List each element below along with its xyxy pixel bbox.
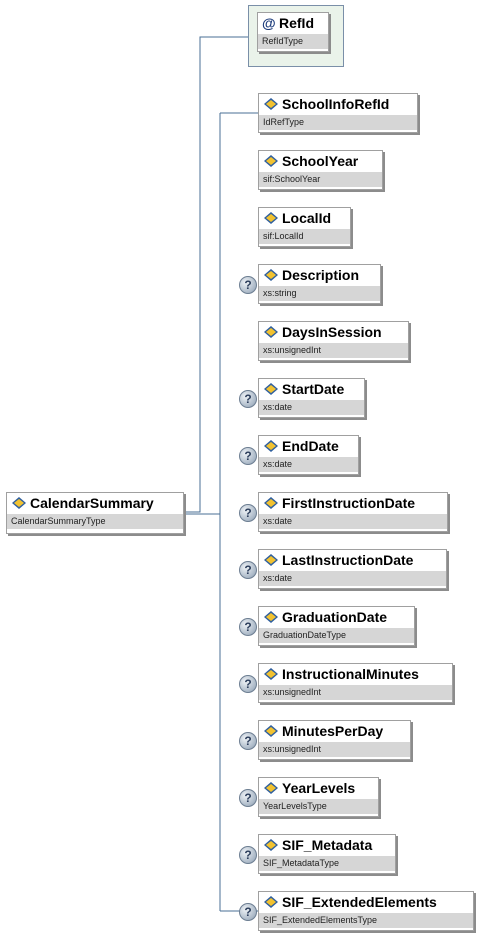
- element-type: sif:SchoolYear: [259, 172, 382, 187]
- element-icon: [264, 383, 278, 395]
- optional-question-icon: ?: [239, 903, 257, 921]
- element-type: xs:date: [259, 400, 364, 415]
- element-box[interactable]: SchoolYear sif:SchoolYear: [258, 150, 383, 190]
- element-type: xs:date: [259, 571, 446, 586]
- element-icon: [264, 98, 278, 110]
- element-box[interactable]: LastInstructionDate xs:date: [258, 549, 447, 589]
- element-type: GraduationDateType: [259, 628, 414, 643]
- optional-question-icon: ?: [239, 846, 257, 864]
- element-type: xs:unsignedInt: [259, 685, 452, 700]
- optional-question-icon: ?: [239, 447, 257, 465]
- optional-question-icon: ?: [239, 561, 257, 579]
- element-icon: [264, 839, 278, 851]
- element-box[interactable]: LocalId sif:LocalId: [258, 207, 351, 247]
- element-box[interactable]: StartDate xs:date: [258, 378, 365, 418]
- root-element-name: CalendarSummary: [30, 495, 154, 511]
- element-box[interactable]: DaysInSession xs:unsignedInt: [258, 321, 409, 361]
- element-type: sif:LocalId: [259, 229, 350, 244]
- optional-question-icon: ?: [239, 390, 257, 408]
- element-type: IdRefType: [259, 115, 417, 130]
- element-type: xs:date: [259, 514, 447, 529]
- element-name: Description: [282, 267, 360, 283]
- element-name: LastInstructionDate: [282, 552, 414, 568]
- element-type: xs:unsignedInt: [259, 742, 410, 757]
- element-name: SIF_Metadata: [282, 837, 373, 853]
- element-name: YearLevels: [282, 780, 356, 796]
- element-name: StartDate: [282, 381, 345, 397]
- element-name: GraduationDate: [282, 609, 388, 625]
- element-box[interactable]: EndDate xs:date: [258, 435, 359, 475]
- attribute-icon: @: [262, 15, 276, 31]
- optional-question-icon: ?: [239, 675, 257, 693]
- element-icon: [12, 497, 26, 509]
- optional-question-icon: ?: [239, 789, 257, 807]
- element-icon: [264, 725, 278, 737]
- element-type: SIF_MetadataType: [259, 856, 395, 871]
- element-name: SchoolYear: [282, 153, 359, 169]
- attribute-name: RefId: [279, 15, 314, 31]
- attribute-box[interactable]: @RefId RefIdType: [257, 12, 329, 52]
- optional-question-icon: ?: [239, 618, 257, 636]
- element-type: xs:date: [259, 457, 358, 472]
- element-name: MinutesPerDay: [282, 723, 384, 739]
- element-icon: [264, 155, 278, 167]
- element-icon: [264, 212, 278, 224]
- element-type: xs:string: [259, 286, 380, 301]
- element-icon: [264, 611, 278, 623]
- element-type: YearLevelsType: [259, 799, 378, 814]
- element-icon: [264, 668, 278, 680]
- element-box[interactable]: FirstInstructionDate xs:date: [258, 492, 448, 532]
- element-name: LocalId: [282, 210, 332, 226]
- element-icon: [264, 269, 278, 281]
- element-name: DaysInSession: [282, 324, 382, 340]
- element-type: SIF_ExtendedElementsType: [259, 913, 473, 928]
- attribute-type: RefIdType: [258, 34, 328, 49]
- element-box[interactable]: InstructionalMinutes xs:unsignedInt: [258, 663, 453, 703]
- element-box[interactable]: Description xs:string: [258, 264, 381, 304]
- attribute-group: @RefId RefIdType: [248, 5, 344, 67]
- optional-question-icon: ?: [239, 276, 257, 294]
- element-icon: [264, 554, 278, 566]
- element-box[interactable]: MinutesPerDay xs:unsignedInt: [258, 720, 411, 760]
- element-icon: [264, 782, 278, 794]
- element-icon: [264, 326, 278, 338]
- element-name: EndDate: [282, 438, 339, 454]
- element-name: SchoolInfoRefId: [282, 96, 390, 112]
- optional-question-icon: ?: [239, 732, 257, 750]
- optional-question-icon: ?: [239, 504, 257, 522]
- element-icon: [264, 896, 278, 908]
- element-icon: [264, 497, 278, 509]
- element-type: xs:unsignedInt: [259, 343, 408, 358]
- element-name: InstructionalMinutes: [282, 666, 419, 682]
- element-name: FirstInstructionDate: [282, 495, 416, 511]
- element-name: SIF_ExtendedElements: [282, 894, 437, 910]
- element-icon: [264, 440, 278, 452]
- root-element-type: CalendarSummaryType: [7, 514, 183, 529]
- root-element-box[interactable]: CalendarSummary CalendarSummaryType: [6, 492, 184, 534]
- connector-attribute: [184, 36, 248, 513]
